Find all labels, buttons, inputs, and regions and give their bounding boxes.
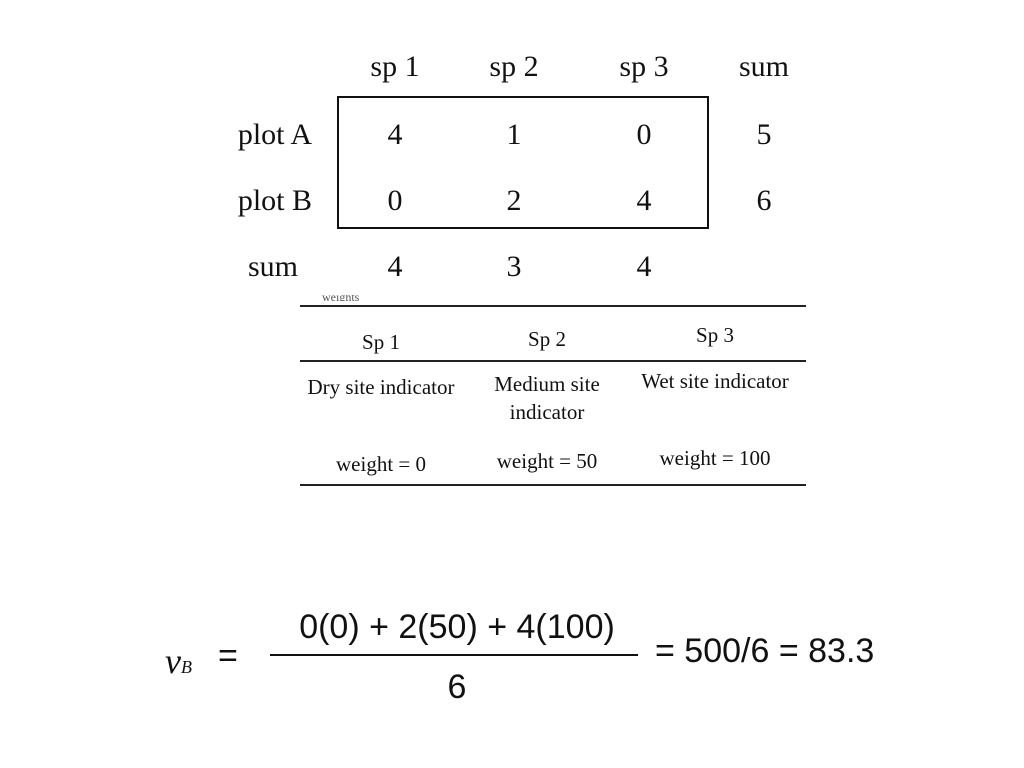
row-sum: 6 bbox=[756, 184, 772, 217]
cut-off-heading: weights bbox=[322, 295, 359, 301]
indicator-sp3: Wet site indicator bbox=[641, 369, 789, 393]
equation-equals: = bbox=[218, 637, 238, 675]
row-label-plot-a: plot A bbox=[237, 118, 312, 151]
column-header-sp3: sp 3 bbox=[619, 50, 669, 83]
weight-sp2: weight = 50 bbox=[496, 449, 598, 473]
matrix-cell: 4 bbox=[636, 184, 652, 217]
matrix-cell: 1 bbox=[506, 118, 522, 151]
column-sum: 3 bbox=[506, 250, 522, 283]
header-sp2: Sp 2 bbox=[528, 327, 566, 351]
matrix-border bbox=[337, 96, 709, 229]
table-bottom-rule bbox=[300, 484, 806, 486]
equation-denominator: 6 bbox=[447, 668, 467, 706]
matrix-cell: 0 bbox=[636, 118, 652, 151]
column-sum: 4 bbox=[636, 250, 652, 283]
header-rule bbox=[300, 360, 806, 362]
column-header-sp2: sp 2 bbox=[489, 50, 539, 83]
column-header-sp1: sp 1 bbox=[370, 50, 420, 83]
weight-sp3: weight = 100 bbox=[659, 446, 771, 470]
matrix-cell: 4 bbox=[387, 118, 403, 151]
equation-result: = 500/6 = 83.3 bbox=[655, 632, 875, 670]
table-top-rule bbox=[300, 305, 806, 307]
indicator-sp2: Medium site indicator bbox=[494, 372, 600, 424]
column-sum: 4 bbox=[387, 250, 403, 283]
matrix-cell: 2 bbox=[506, 184, 522, 217]
header-sp3: Sp 3 bbox=[696, 323, 734, 347]
equation-numerator: 0(0) + 2(50) + 4(100) bbox=[299, 608, 615, 646]
fraction-bar bbox=[270, 654, 638, 656]
weight-sp1: weight = 0 bbox=[336, 452, 426, 476]
header-sp1: Sp 1 bbox=[362, 330, 400, 354]
column-header-sum: sum bbox=[738, 50, 789, 83]
row-label-sum: sum bbox=[247, 250, 298, 283]
row-label-plot-b: plot B bbox=[237, 184, 312, 217]
row-sum: 5 bbox=[756, 118, 772, 151]
equation-variable: vB bbox=[165, 641, 192, 681]
indicator-sp1: Dry site indicator bbox=[307, 375, 455, 399]
matrix-cell: 0 bbox=[387, 184, 403, 217]
